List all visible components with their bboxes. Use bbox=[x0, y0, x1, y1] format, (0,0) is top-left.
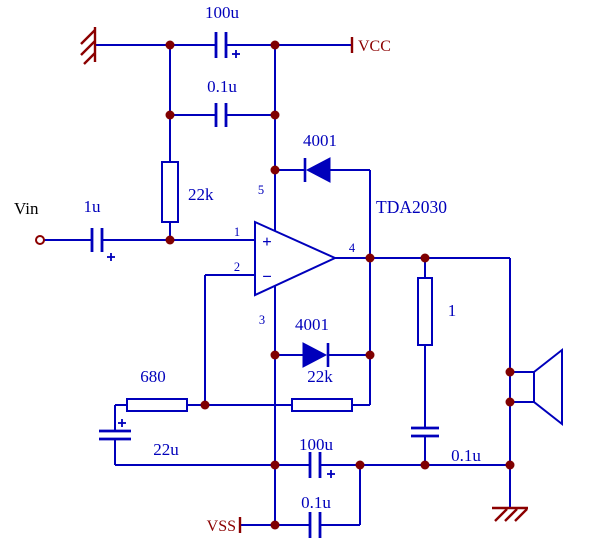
capacitor-1u-input: 1u bbox=[84, 197, 115, 261]
junction-dot bbox=[270, 520, 280, 530]
resistor-22k-feedback: 22k bbox=[291, 367, 353, 412]
resistor-body bbox=[161, 161, 179, 223]
capacitor-22u-value: 22u bbox=[153, 440, 179, 459]
resistor-1-zobel: 1 bbox=[417, 277, 457, 346]
capacitor-0.1u-top: 0.1u bbox=[207, 77, 237, 127]
ground-hatch bbox=[514, 508, 528, 522]
ground-hatch bbox=[80, 40, 96, 56]
junction-dot bbox=[505, 397, 515, 407]
junction-dot bbox=[270, 40, 280, 50]
junction-dot bbox=[365, 350, 375, 360]
capacitor-0.1u-zobel-value: 0.1u bbox=[451, 446, 481, 465]
polarity-plus-icon bbox=[107, 253, 115, 261]
diode-4001-bottom: 4001 bbox=[295, 315, 330, 368]
pin-number-2: 2 bbox=[234, 260, 240, 274]
junction-dot bbox=[270, 110, 280, 120]
vin-label: Vin bbox=[14, 199, 39, 218]
diode-triangle bbox=[302, 342, 328, 368]
diode-4001-top: 4001 bbox=[303, 131, 337, 183]
junction-dot bbox=[165, 40, 175, 50]
capacitor-22u: 22u bbox=[99, 419, 179, 459]
ground-hatch bbox=[80, 29, 96, 45]
diode-4001-top-value: 4001 bbox=[303, 131, 337, 150]
ground-hatch bbox=[83, 52, 96, 65]
capacitor-100u-top: 100u bbox=[205, 3, 240, 58]
inverting-input-mark: − bbox=[262, 267, 272, 286]
junction-dot bbox=[270, 350, 280, 360]
opamp-tda2030: + − TDA2030 1 2 5 3 4 bbox=[234, 183, 447, 327]
earth-ground-top-icon bbox=[80, 27, 97, 65]
resistor-body bbox=[291, 398, 353, 412]
vss-label: VSS bbox=[207, 518, 236, 535]
ground-hatch bbox=[494, 508, 508, 522]
capacitor-100u-bottom: 100u bbox=[299, 435, 335, 478]
junction-dot bbox=[420, 460, 430, 470]
polarity-plus-icon bbox=[327, 470, 335, 478]
pin-number-4: 4 bbox=[349, 241, 356, 255]
vcc-terminal: VCC bbox=[350, 37, 391, 55]
resistor-22k-bias: 22k bbox=[161, 161, 214, 223]
diode-4001-bottom-value: 4001 bbox=[295, 315, 329, 334]
vcc-label: VCC bbox=[358, 38, 391, 55]
capacitor-100u-bottom-value: 100u bbox=[299, 435, 334, 454]
junction-dots bbox=[165, 40, 515, 530]
resistor-1-value: 1 bbox=[448, 301, 457, 320]
resistor-body bbox=[417, 277, 433, 346]
pin-number-1: 1 bbox=[234, 225, 240, 239]
junction-dot bbox=[200, 400, 210, 410]
input-terminal-icon bbox=[35, 235, 45, 245]
ground-hatch bbox=[504, 508, 518, 522]
capacitor-0.1u-bottom-value: 0.1u bbox=[301, 493, 331, 512]
resistor-680: 680 bbox=[126, 367, 188, 412]
junction-dot bbox=[270, 460, 280, 470]
diode-triangle bbox=[305, 157, 331, 183]
speaker-horn bbox=[533, 347, 563, 427]
ic-name-label: TDA2030 bbox=[376, 197, 447, 217]
junction-dot bbox=[505, 367, 515, 377]
resistor-22k-bias-value: 22k bbox=[188, 185, 214, 204]
vss-terminal: VSS bbox=[207, 517, 242, 535]
junction-dot bbox=[365, 253, 375, 263]
capacitor-0.1u-bottom: 0.1u bbox=[301, 493, 331, 538]
junction-dot bbox=[355, 460, 365, 470]
noninverting-input-mark: + bbox=[262, 232, 272, 251]
resistor-22k-feedback-value: 22k bbox=[307, 367, 333, 386]
opamp-triangle bbox=[254, 220, 338, 297]
pin-number-5: 5 bbox=[258, 183, 264, 197]
resistor-body bbox=[126, 398, 188, 412]
resistor-680-value: 680 bbox=[140, 367, 166, 386]
junction-dot bbox=[165, 110, 175, 120]
pin-number-3: 3 bbox=[259, 313, 265, 327]
polarity-plus-icon bbox=[232, 50, 240, 58]
speaker-driver bbox=[509, 371, 535, 403]
junction-dot bbox=[270, 165, 280, 175]
earth-ground-bottom-icon bbox=[492, 506, 528, 522]
capacitor-100u-top-value: 100u bbox=[205, 3, 240, 22]
speaker-icon bbox=[509, 347, 563, 427]
junction-dot bbox=[420, 253, 430, 263]
capacitor-0.1u-zobel: 0.1u bbox=[411, 426, 481, 465]
vin-input-terminal: Vin bbox=[14, 199, 45, 245]
polarity-plus-icon bbox=[118, 419, 126, 427]
capacitor-0.1u-top-value: 0.1u bbox=[207, 77, 237, 96]
junction-dot bbox=[505, 460, 515, 470]
junction-dot bbox=[165, 235, 175, 245]
capacitor-1u-value: 1u bbox=[84, 197, 102, 216]
